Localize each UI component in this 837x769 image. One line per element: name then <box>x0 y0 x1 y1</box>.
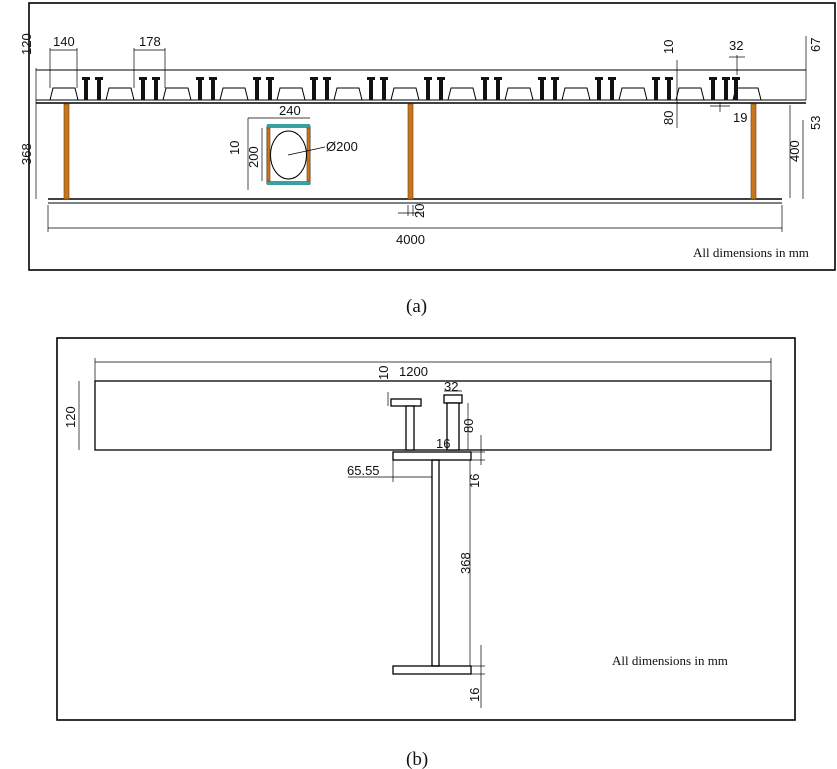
panel-b-frame <box>56 337 796 721</box>
dim-b-bottom-flange: 16 <box>467 688 482 702</box>
dim-b-flange-outstand: 65.55 <box>347 463 380 478</box>
dim-stiffener: 10 <box>227 141 242 155</box>
dim-stud-width: 32 <box>729 38 743 53</box>
dim-opening-width: 240 <box>279 103 301 118</box>
web-opening <box>266 124 326 185</box>
dim-rib-width: 140 <box>53 34 75 49</box>
dim-b-slab-depth: 120 <box>63 406 78 428</box>
panel-a-note: All dimensions in mm <box>693 245 809 260</box>
dim-b-plate-thickness: 10 <box>376 366 391 380</box>
end-stiffener-right <box>750 103 757 200</box>
dim-b-top-flange: 16 <box>467 474 482 488</box>
dim-beam-depth: 400 <box>787 140 802 162</box>
shear-studs <box>82 77 740 100</box>
dim-span: 4000 <box>396 232 425 247</box>
dim-top-offset: 67 <box>808 38 823 52</box>
mid-stiffener <box>407 103 414 200</box>
i-beam <box>392 451 472 675</box>
panel-a-elevation: 120 140 178 10 32 67 80 19 53 368 400 24… <box>19 2 836 271</box>
dim-stud-height: 80 <box>661 111 676 125</box>
dim-rib-spacing: 178 <box>139 34 161 49</box>
panel-b-cross-section: 1200 120 10 32 80 16 65.55 16 368 16 All… <box>56 337 796 721</box>
end-stiffener-left <box>63 103 70 200</box>
panel-b-studs <box>387 390 463 451</box>
caption-a: (a) <box>406 296 427 317</box>
panel-b-dimension-lines <box>348 403 485 708</box>
dim-b-stud-width: 32 <box>444 379 458 394</box>
panel-a-frame <box>28 2 836 271</box>
panel-a-dimension-lines <box>35 36 807 232</box>
dim-stud-gap: 19 <box>733 110 747 125</box>
dim-right-depth: 53 <box>808 116 823 130</box>
dim-gap: 20 <box>412 204 427 218</box>
dim-b-slab-width: 1200 <box>399 364 428 379</box>
dim-slab-depth: 120 <box>19 33 34 55</box>
caption-b: (b) <box>406 749 428 769</box>
dim-b-stud-height: 80 <box>461 419 476 433</box>
dim-web-height: 368 <box>19 143 34 165</box>
dim-deck-thickness: 10 <box>661 40 676 54</box>
dim-opening-height: 200 <box>246 146 261 168</box>
dim-b-web-height: 368 <box>458 552 473 574</box>
concrete-slab <box>94 380 772 451</box>
dim-b-weld: 16 <box>436 436 450 451</box>
dim-opening-diameter: Ø200 <box>326 139 358 154</box>
panel-b-note: All dimensions in mm <box>612 653 728 668</box>
